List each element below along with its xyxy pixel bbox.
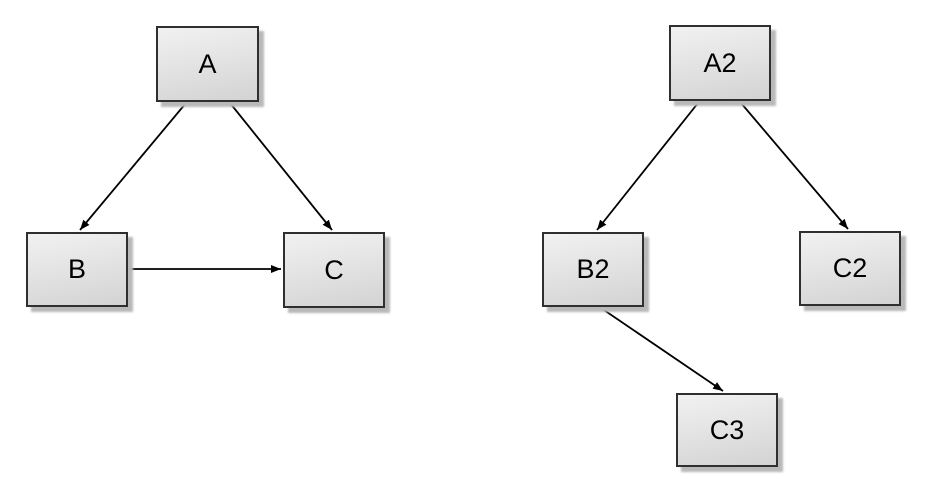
node-C2[interactable]: C2: [799, 231, 901, 306]
node-label-A: A: [198, 48, 217, 79]
edge-B2-C3: [600, 307, 724, 392]
node-label-A2: A2: [703, 47, 737, 78]
node-label-C3: C3: [709, 414, 745, 445]
edge-A2-C2: [740, 102, 849, 230]
node-B[interactable]: B: [26, 232, 128, 307]
node-label-C2: C2: [832, 253, 868, 283]
node-label-B: B: [67, 254, 86, 284]
node-A2[interactable]: A2: [669, 25, 771, 101]
node-label-C: C: [324, 254, 344, 285]
node-A[interactable]: A: [156, 26, 259, 102]
edge-A-B: [79, 102, 187, 231]
node-B2[interactable]: B2: [542, 232, 644, 307]
node-C[interactable]: C: [283, 232, 385, 308]
node-label-B2: B2: [576, 254, 610, 284]
edge-A2-B2: [596, 102, 699, 231]
node-C3[interactable]: C3: [676, 393, 778, 467]
edge-A-C: [229, 102, 333, 231]
